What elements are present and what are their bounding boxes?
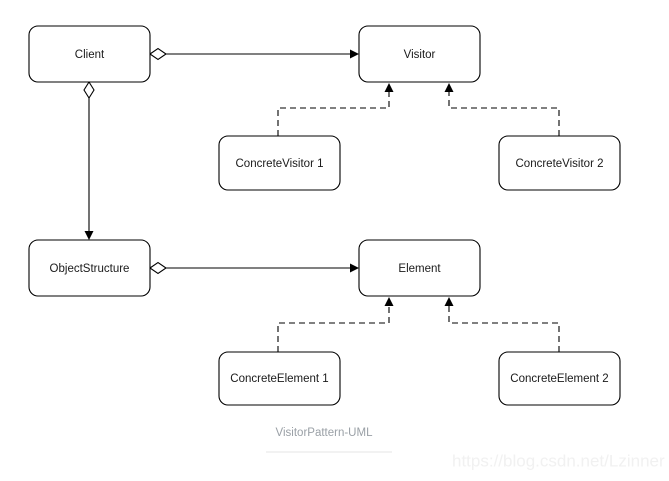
edge-concretevisitor2-visitor: [444, 83, 560, 136]
node-label: ConcreteVisitor 2: [516, 158, 604, 170]
watermark-label: https://blog.csdn.net/Lzinner: [452, 451, 665, 470]
filled-arrow-icon: [384, 83, 394, 92]
node-label: ObjectStructure: [50, 263, 130, 275]
node-box[interactable]: [358, 239, 481, 297]
node-label: ConcreteVisitor 1: [236, 158, 324, 170]
edge-client-visitor: [149, 47, 359, 61]
hollow-diamond-icon: [83, 80, 95, 100]
edge-line: [448, 304, 560, 352]
edge-objectstructure-element: [149, 261, 359, 275]
caption-label: VisitorPattern-UML: [276, 427, 374, 439]
filled-arrow-icon: [84, 231, 94, 240]
edge-line: [448, 90, 560, 136]
node-label: ConcreteElement 2: [510, 373, 608, 385]
node-box[interactable]: [218, 351, 341, 406]
edge-client-objectstructure: [83, 80, 95, 240]
node-concrete-element-2[interactable]: ConcreteElement 2: [498, 351, 621, 406]
node-visitor[interactable]: Visitor: [358, 25, 481, 83]
edge-concretevisitor1-visitor: [277, 83, 394, 136]
edge-concreteelement1-element: [277, 297, 394, 352]
node-element[interactable]: Element: [358, 239, 481, 297]
node-concrete-element-1[interactable]: ConcreteElement 1: [218, 351, 341, 406]
node-label: Client: [75, 49, 105, 61]
node-client[interactable]: Client: [28, 25, 151, 83]
node-box[interactable]: [498, 135, 621, 191]
node-concrete-visitor-1[interactable]: ConcreteVisitor 1: [218, 135, 341, 191]
node-box[interactable]: [498, 351, 621, 406]
node-label: Visitor: [404, 49, 436, 61]
hollow-diamond-icon: [149, 47, 167, 61]
node-box[interactable]: [358, 25, 481, 83]
node-box[interactable]: [218, 135, 341, 191]
filled-arrow-icon: [350, 263, 359, 273]
filled-arrow-icon: [384, 297, 394, 306]
hollow-diamond-icon: [149, 261, 167, 275]
edge-line: [277, 90, 390, 136]
filled-arrow-icon: [350, 49, 359, 59]
filled-arrow-icon: [444, 83, 454, 92]
node-label: Element: [398, 263, 441, 275]
edge-line: [277, 304, 390, 352]
node-concrete-visitor-2[interactable]: ConcreteVisitor 2: [498, 135, 621, 191]
node-object-structure[interactable]: ObjectStructure: [28, 239, 151, 297]
diagram-caption: VisitorPattern-UML: [266, 427, 392, 453]
node-box[interactable]: [28, 239, 151, 297]
node-label: ConcreteElement 1: [230, 373, 328, 385]
node-box[interactable]: [28, 25, 151, 83]
filled-arrow-icon: [444, 297, 454, 306]
edge-concreteelement2-element: [444, 297, 560, 352]
